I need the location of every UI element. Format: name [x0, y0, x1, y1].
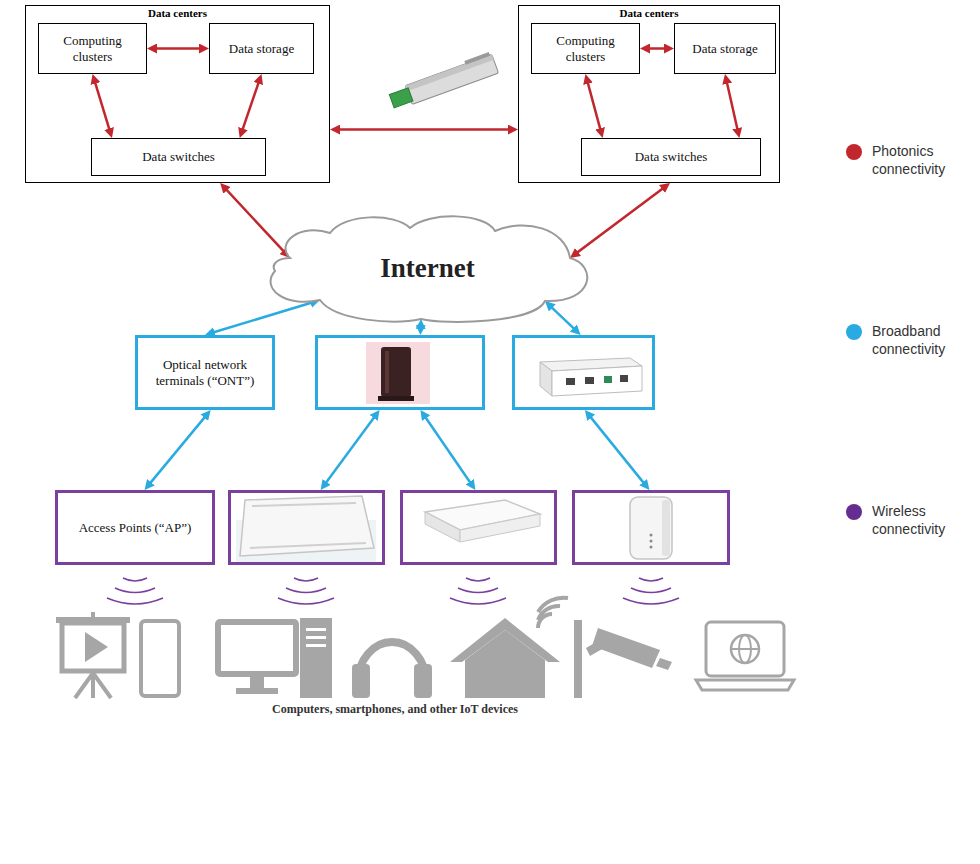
broadband-link: [548, 304, 578, 332]
data-center-region: Data centersComputing clusters Data stora…: [25, 5, 330, 183]
transceiver-image: [387, 51, 498, 110]
legend-swatch: [846, 504, 862, 520]
data-center-region: Data centersComputing clusters Data stora…: [518, 5, 780, 183]
legend-text: Wireless connectivity: [872, 502, 972, 538]
broadband-box: Optical network terminals (“ONT”): [135, 335, 275, 410]
gateway-image: [630, 497, 672, 559]
photonics-link: [726, 78, 739, 134]
box-label: Data switches: [635, 149, 708, 165]
caption-label: Computers, smartphones, and other IoT de…: [180, 702, 610, 717]
process-box: Data switches: [581, 138, 761, 176]
wireless-waves: [107, 578, 679, 604]
legend-text: Broadband connectivity: [872, 322, 972, 358]
photonics-link: [334, 128, 514, 131]
process-box: Computing clusters: [38, 23, 147, 74]
access-point-image: [425, 500, 540, 542]
box-label: Optical network terminals (“ONT”): [146, 357, 264, 388]
region-heading: Data centers: [26, 7, 329, 19]
process-box: Data switches: [91, 138, 266, 176]
photonics-link: [573, 185, 667, 255]
box-label: Computing clusters: [537, 33, 634, 64]
wireless-box: Access Points (“AP”): [55, 490, 215, 565]
legend-swatch: [846, 144, 862, 160]
photonics-link: [644, 47, 670, 50]
box-label: Access Points (“AP”): [79, 520, 192, 536]
broadband-box: [512, 335, 655, 410]
photonics-link: [94, 78, 111, 134]
box-label: Data storage: [692, 41, 757, 57]
broadband-link: [209, 301, 316, 334]
process-box: Data storage: [209, 23, 314, 74]
broadband-link: [423, 413, 473, 486]
photonics-link: [151, 47, 205, 50]
broadband-link: [587, 413, 647, 487]
box-label: Computing clusters: [44, 33, 141, 64]
wireless-box: [228, 490, 385, 565]
internet-cloud: Internet: [245, 213, 610, 323]
router-image: [366, 342, 430, 404]
legend-swatch: [846, 324, 862, 340]
photonics-link: [587, 78, 602, 134]
box-label: Data storage: [229, 41, 294, 57]
broadband-box: [315, 335, 485, 410]
photonics-link: [223, 186, 287, 255]
box-label: Data switches: [142, 149, 215, 165]
region-heading: Data centers: [519, 7, 779, 19]
photonics-link: [241, 78, 260, 134]
process-box: Computing clusters: [531, 23, 640, 74]
wireless-box: [572, 490, 730, 565]
broadband-link: [419, 323, 422, 331]
broadband-link: [323, 413, 377, 487]
process-box: Data storage: [674, 23, 776, 74]
wireless-box: [400, 490, 557, 565]
access-point-image: [236, 496, 376, 562]
ont-image: [540, 358, 642, 396]
device-icons: [56, 598, 794, 698]
broadband-link: [147, 413, 208, 487]
legend-text: Photonics connectivity: [872, 142, 972, 178]
cloud-label: Internet: [380, 253, 474, 284]
